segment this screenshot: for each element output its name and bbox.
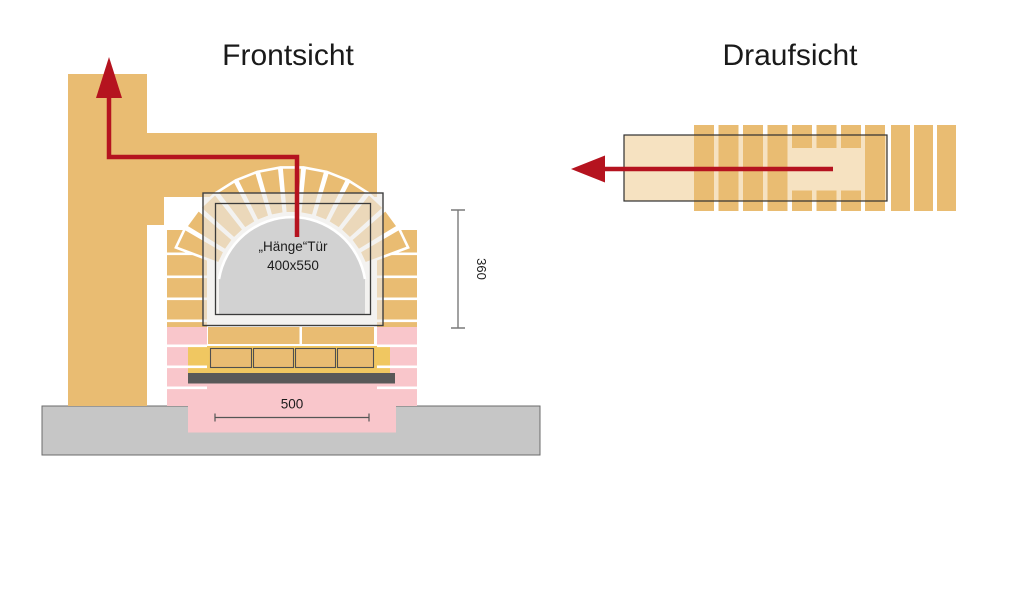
course-brick — [336, 347, 375, 369]
plan-brick-tab — [841, 125, 861, 148]
top-view-title: Draufsicht — [722, 39, 858, 72]
smoke-flow-arrow-icon — [96, 57, 300, 237]
front-view-title: Frontsicht — [222, 39, 354, 72]
flue-step — [147, 197, 164, 225]
plan-brick-stripe — [937, 125, 956, 211]
dimension-360-line — [451, 209, 465, 329]
mortar-joint — [377, 275, 417, 279]
arch-inner-joint — [217, 215, 367, 280]
hearth-base-block — [188, 383, 396, 433]
dimension-360-label: 360 — [474, 258, 489, 280]
dimension-360: 360 — [451, 209, 489, 329]
smoke-flow-arrowhead — [96, 57, 122, 98]
mortar-joint — [167, 344, 207, 348]
mortar-joint — [167, 297, 207, 301]
airflow-arrow-icon — [571, 155, 833, 183]
plan-brick-stripe — [914, 125, 933, 211]
dimension-500: 500 — [214, 397, 370, 422]
door-inner-frame — [214, 202, 372, 316]
mortar-joint — [167, 275, 207, 279]
door-size-label: 400x550 — [267, 258, 319, 273]
top-view: Draufsicht — [571, 39, 956, 211]
mortar-joint — [377, 319, 417, 323]
plan-brick-tab — [816, 125, 837, 148]
hearth-plate — [188, 373, 395, 384]
oven-mouth — [219, 217, 365, 314]
mortar-joint — [377, 365, 417, 369]
mortar-joint — [167, 319, 207, 323]
plan-brick-stripe — [891, 125, 910, 211]
outlined-brick-course — [209, 347, 375, 369]
plan-brick-tab — [792, 125, 812, 148]
mortar-joint — [167, 365, 207, 369]
mortar-joint — [377, 344, 417, 348]
airflow-arrowhead — [571, 155, 605, 183]
smoke-flow-path — [106, 96, 300, 237]
course-brick — [209, 347, 253, 369]
mortar-joints — [167, 252, 417, 390]
front-view: „Hänge“Tür 400x550 360 500 Frontsicht — [41, 39, 541, 456]
course-brick — [294, 347, 337, 369]
mortar-joint — [377, 252, 417, 256]
mortar-joint — [167, 386, 207, 390]
dimension-500-label: 500 — [281, 397, 304, 412]
course-brick — [252, 347, 295, 369]
door-label: „Hänge“Tür — [258, 239, 328, 254]
lintel-brick — [302, 327, 374, 344]
mortar-joint — [377, 297, 417, 301]
mortar-joint — [377, 386, 417, 390]
dimension-500-line — [214, 413, 370, 422]
mortar-joint — [167, 252, 207, 256]
lintel-brick — [208, 327, 300, 344]
plan-brick-stripe — [865, 125, 885, 211]
